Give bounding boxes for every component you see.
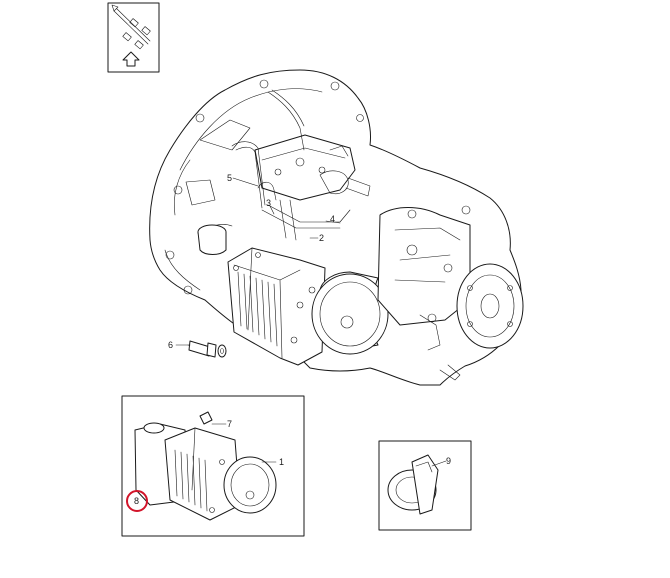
inset-callout-1: 1 — [279, 457, 284, 467]
gearbox-assembly — [149, 69, 524, 386]
leader-lines — [175, 177, 341, 346]
callout-2: 2 — [319, 233, 324, 243]
callout-6: 6 — [168, 340, 173, 350]
control-unit-fins — [237, 271, 278, 347]
inset-control-unit — [121, 395, 305, 537]
inset-callout-7: 7 — [227, 419, 232, 429]
vehicle-orientation-icon — [107, 2, 160, 73]
highlight-ring — [126, 490, 148, 512]
callout-4: 4 — [330, 214, 335, 224]
callout-3: 3 — [266, 198, 271, 208]
inset-callout-8: 8 — [134, 496, 139, 506]
inset-component-9 — [378, 440, 472, 531]
callout-5: 5 — [227, 173, 232, 183]
inset-callout-9: 9 — [446, 456, 451, 466]
